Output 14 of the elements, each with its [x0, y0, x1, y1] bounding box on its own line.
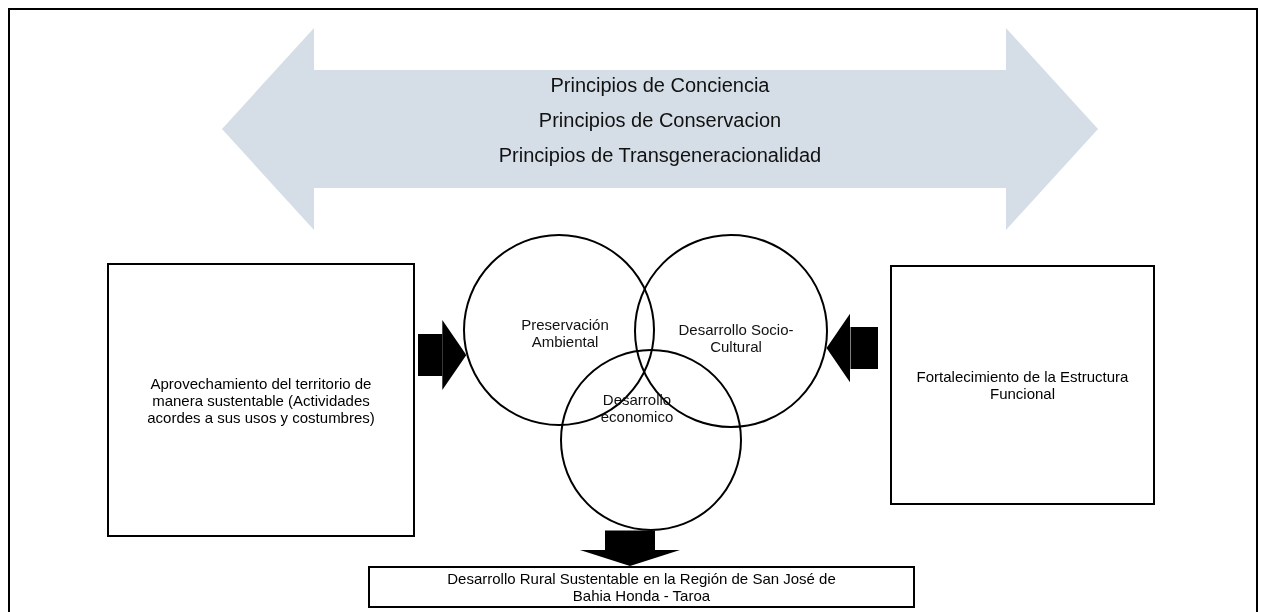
text-box	[368, 566, 915, 608]
principle-text: Principios de Transgeneracionalidad	[497, 143, 823, 167]
principle-text: Principios de Conservacion	[537, 108, 783, 132]
box-text: Fortalecimiento de la Estructura Funcional	[915, 368, 1130, 402]
text-box	[890, 265, 1155, 505]
circle-label: Desarrollo Socio-Cultural	[677, 321, 795, 355]
box-text: Aprovechamiento del territorio de manera sustentable (Actividades acordes a sus usos y costumbres)	[146, 374, 376, 426]
block-arrow	[826, 313, 878, 383]
block-arrow	[580, 530, 680, 566]
block-arrow	[418, 320, 467, 390]
text-box	[107, 263, 415, 537]
circle-label: Preservación Ambiental	[520, 316, 610, 350]
principle-text: Principios de Conciencia	[549, 73, 771, 97]
box-text: Desarrollo Rural Sustentable en la Región de San José de Bahia Honda - Taroa	[446, 570, 837, 604]
